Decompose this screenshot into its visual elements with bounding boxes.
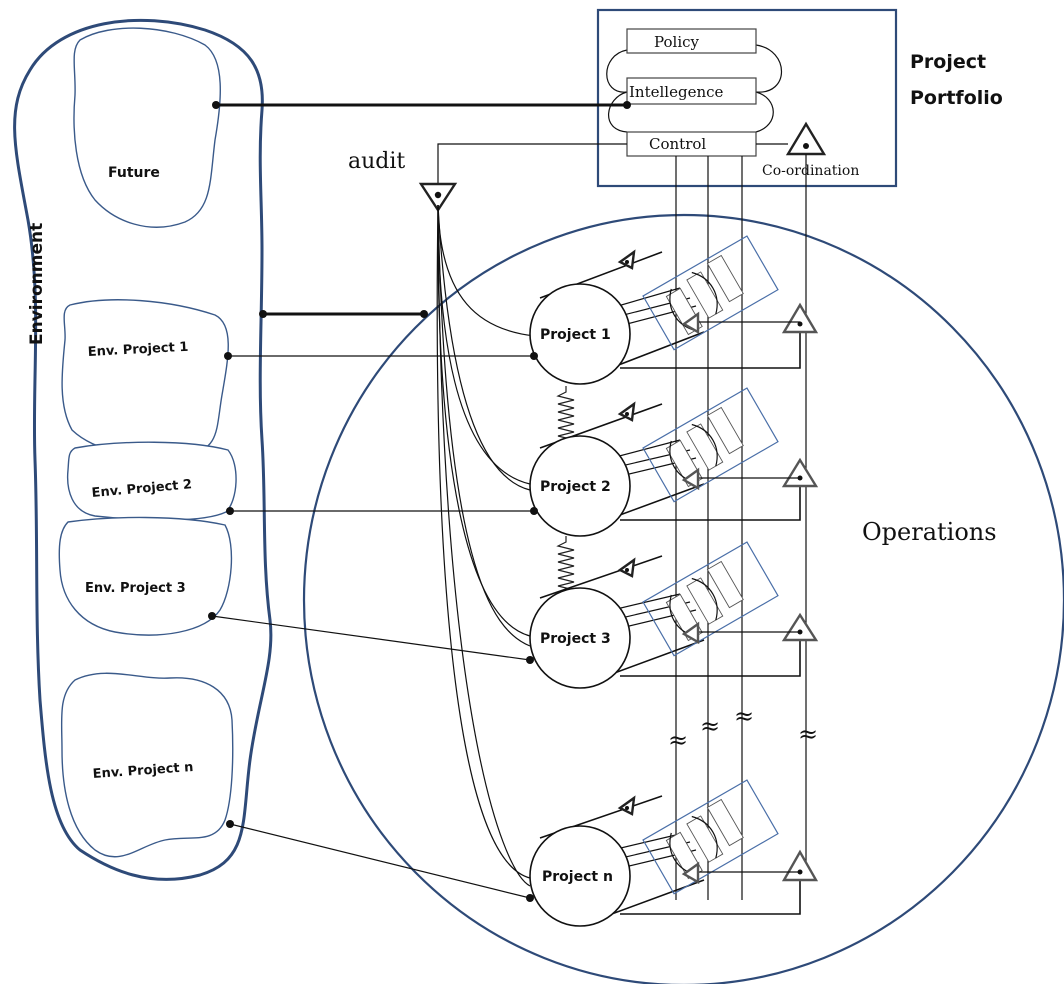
environment-link-dot	[259, 310, 267, 318]
control-label: Control	[649, 135, 706, 153]
env-link-n	[229, 823, 531, 899]
spring-2-3	[556, 536, 576, 598]
project-3-group: Project 3	[526, 541, 819, 689]
audit-curve-3	[437, 204, 531, 637]
audit-label: audit	[348, 149, 405, 174]
project-1-group: Project 1	[427, 235, 819, 385]
audit-link	[437, 143, 627, 184]
policy-label: Policy	[654, 33, 700, 51]
env-project-1-blob	[61, 299, 229, 458]
project-1-label: Project 1	[540, 327, 611, 343]
intelligence-box	[626, 77, 757, 105]
project-3-circle	[529, 587, 631, 689]
audit-dot	[434, 191, 442, 199]
portfolio-loop-right-inner	[755, 91, 774, 133]
coordination-dot	[803, 143, 809, 149]
coordination-label: Co-ordination	[762, 163, 859, 179]
project-2-circle	[529, 435, 631, 537]
project-1-circle	[529, 283, 631, 385]
future-blob	[73, 27, 221, 228]
channel-break-3: ≈	[734, 702, 754, 730]
channel-break-2: ≈	[700, 712, 720, 740]
audit-curve-n	[436, 204, 531, 879]
future-link-dot	[212, 101, 220, 109]
project-2-group: Project 2	[529, 387, 819, 537]
env-project-1-label: Env. Project 1	[87, 340, 188, 360]
env-project-n-label: Env. Project n	[92, 760, 194, 782]
operations-label: Operations	[862, 518, 997, 546]
env-project-2-blob	[66, 441, 237, 521]
intelligence-link-dot	[623, 101, 631, 109]
project-n-group: Project n	[526, 779, 819, 927]
audit-curve-3b	[437, 204, 531, 647]
env-link-3	[211, 615, 531, 661]
portfolio-loop-left-inner	[608, 91, 628, 133]
environment-label: Environment	[27, 223, 47, 345]
env-project-3-label: Env. Project 3	[85, 581, 186, 596]
audit-curve-1b	[437, 204, 531, 491]
env-project-3-blob	[58, 516, 233, 636]
portfolio-title-line1: Project	[910, 51, 986, 73]
policy-box	[626, 28, 757, 54]
intelligence-label: Intellegence	[629, 83, 724, 101]
channel-break-1: ≈	[668, 726, 688, 754]
operations-circle	[303, 214, 1064, 984]
portfolio-loop-left	[606, 49, 628, 93]
portfolio-title-line2: Portfolio	[910, 87, 1003, 109]
project-n-label: Project n	[542, 869, 613, 885]
project-2-label: Project 2	[540, 479, 611, 495]
env-project-n-blob	[60, 672, 234, 858]
environment-outline	[13, 18, 273, 881]
project-n-circle	[529, 825, 631, 927]
channel-break-4: ≈	[798, 720, 818, 748]
portfolio-loop-right	[755, 44, 782, 93]
audit-curve-nb	[437, 204, 531, 887]
project-3-label: Project 3	[540, 631, 611, 647]
audit-link-dot	[420, 310, 428, 318]
future-label: Future	[108, 165, 160, 181]
